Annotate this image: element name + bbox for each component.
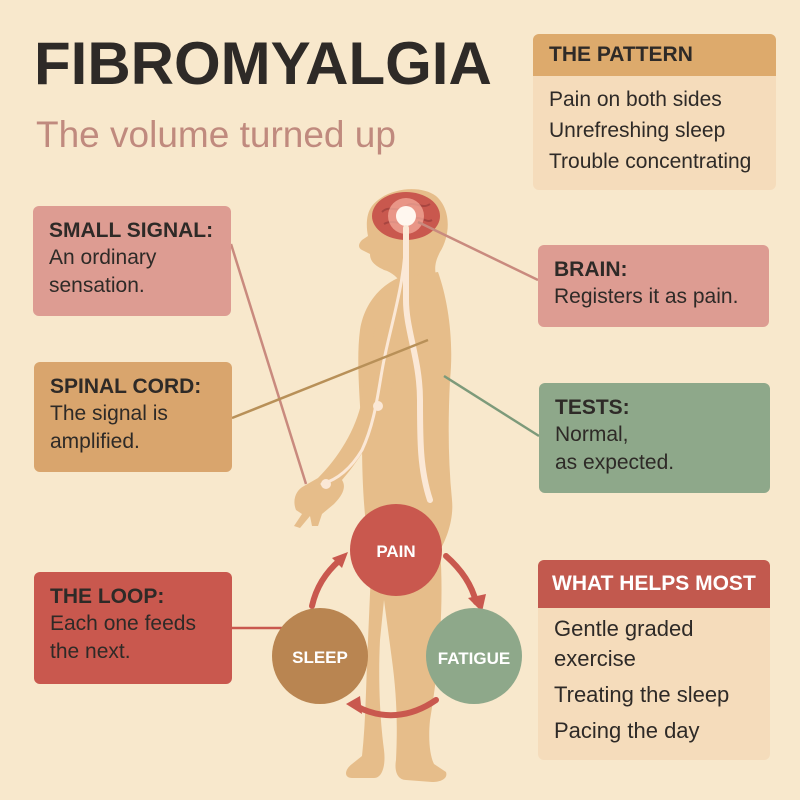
arrowhead-fatigue [468,594,486,612]
brain-heading: BRAIN: [554,258,628,281]
pattern-item: Pain on both sides [549,88,722,111]
small-signal-box: SMALL SIGNAL: An ordinary sensation. [33,206,231,316]
what-helps-box: WHAT HELPS MOST Gentle graded exercise T… [538,560,770,760]
connector-brain [417,220,539,282]
cycle-pain-circle [350,504,442,596]
cycle-sleep-circle [272,608,368,704]
arrowhead-pain [332,552,348,568]
helps-item: Gentle graded exercise [554,614,754,674]
pattern-heading: THE PATTERN [533,34,776,76]
loop-box: THE LOOP: Each one feeds the next. [34,572,232,684]
tests-heading: TESTS: [555,396,630,419]
cycle-fatigue-label: FATIGUE [438,649,510,668]
page-subtitle: The volume turned up [36,114,396,155]
loop-text: Each one feeds [50,612,196,635]
helps-item: Treating the sleep [554,680,754,710]
small-signal-heading: SMALL SIGNAL: [49,219,214,242]
pattern-item: Trouble concentrating [549,150,752,173]
small-signal-text: An ordinary [49,246,157,269]
body-silhouette [294,189,453,782]
arrow-fatigue-to-sleep [353,697,439,719]
brain-glow-inner [396,206,416,226]
what-helps-heading: WHAT HELPS MOST [538,560,770,608]
helps-item-line: exercise [554,646,636,671]
helps-item-line: Treating the sleep [554,682,730,707]
helps-item-line: Pacing the day [554,718,700,743]
connector-small-signal [229,243,308,485]
spinal-cord-heading: SPINAL CORD: [50,375,202,398]
brain [372,192,440,240]
arrowhead-sleep [346,696,362,714]
nerve-node-arm [373,401,383,411]
helps-item: Pacing the day [554,716,754,746]
arrow-sleep-to-pain [309,557,343,609]
nerve-path [320,228,408,486]
connector-tests [443,374,540,438]
helps-item-line: Gentle graded [554,616,694,641]
arm-shape [294,292,406,528]
connector-spinal-cord [231,338,429,420]
tests-box: TESTS: Normal, as expected. [539,383,770,493]
pattern-box: THE PATTERN Pain on both sides Unrefresh… [533,34,776,190]
spinal-cord-box: SPINAL CORD: The signal is amplified. [34,362,232,472]
spinal-cord-text: The signal is [50,402,168,425]
arrow-pain-to-fatigue [443,553,479,605]
leg-shape [346,548,447,782]
pattern-item: Unrefreshing sleep [549,119,726,142]
cycle-fatigue-circle [426,608,522,704]
brain-text: Registers it as pain. [554,285,739,308]
tests-text: Normal, [555,423,629,446]
cycle-sleep-label: SLEEP [292,648,348,667]
loop-text: the next. [50,640,131,663]
page-title: FIBROMYALGIA [34,30,492,97]
spinal-cord [403,225,433,503]
brain-box: BRAIN: Registers it as pain. [538,245,769,327]
cycle-pain-label: PAIN [376,542,415,561]
spinal-cord-text: amplified. [50,430,140,453]
nerve-node-hand [321,479,331,489]
loop-heading: THE LOOP: [50,585,165,608]
tests-text: as expected. [555,451,675,474]
small-signal-text: sensation. [49,274,145,297]
